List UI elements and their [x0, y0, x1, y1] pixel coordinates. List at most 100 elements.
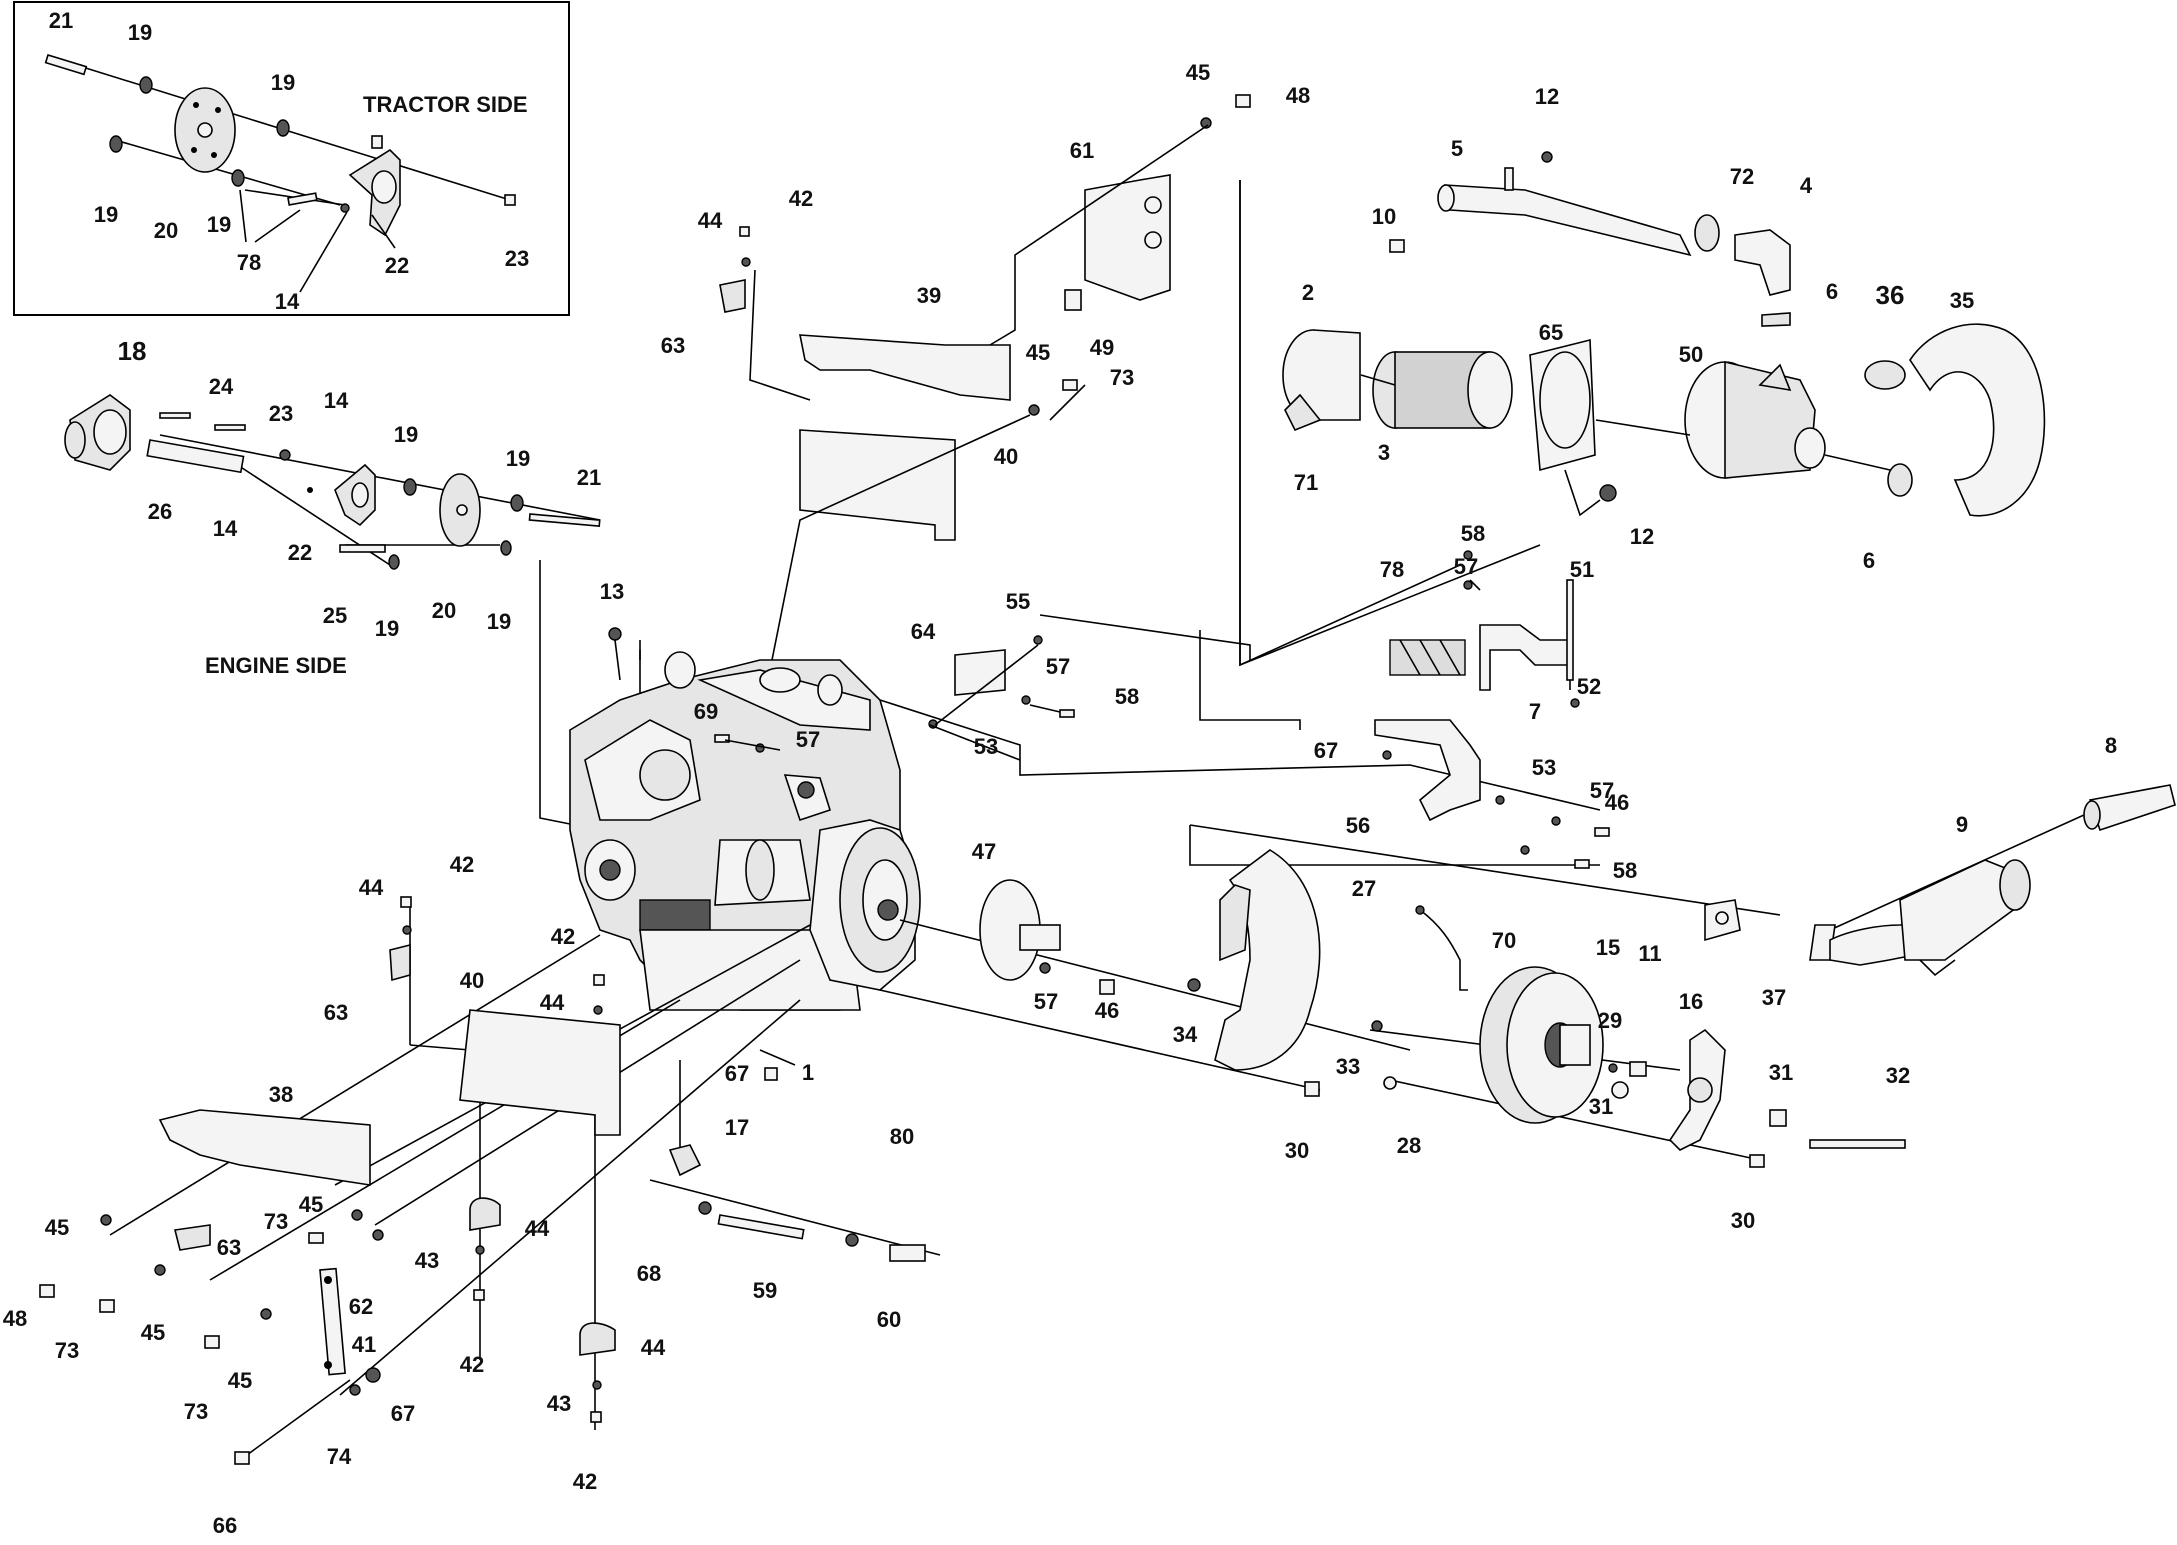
washer-44d: [592, 1380, 602, 1390]
callout-number: 56: [1346, 813, 1370, 838]
callout-number: 43: [415, 1248, 439, 1273]
callout-number: 21: [577, 465, 601, 490]
bolt: [528, 513, 601, 527]
callout-number: 65: [1539, 320, 1563, 345]
callout-number: 66: [213, 1513, 237, 1538]
nut-53: [1495, 795, 1505, 805]
callout-number: 67: [391, 1401, 415, 1426]
wire-70: [1419, 909, 1468, 991]
callout-number: 50: [1679, 342, 1703, 367]
isolator-43: [469, 1197, 501, 1231]
callout-number: 31: [1769, 1060, 1793, 1085]
callout-number: 70: [1492, 928, 1516, 953]
callout-number: 19: [271, 70, 295, 95]
nut-57c: [1520, 845, 1530, 855]
callout-number: 44: [698, 208, 723, 233]
washer-44-lower: [402, 925, 412, 935]
air-cleaner-body-50: [1684, 360, 1826, 479]
bolt-32: [1809, 1139, 1906, 1149]
callout-number: 60: [877, 1307, 901, 1332]
callout-number: 20: [432, 598, 456, 623]
fitting-13: [608, 627, 622, 641]
fitting-69: [714, 734, 730, 743]
callout-number: 45: [1026, 340, 1050, 365]
callout-number: 27: [1352, 876, 1376, 901]
callout-number: 28: [1397, 1133, 1421, 1158]
callout-number: 59: [753, 1278, 777, 1303]
fuel-lines: [714, 635, 1075, 761]
callout-number: 73: [55, 1338, 79, 1363]
callout-number: 41: [352, 1332, 376, 1357]
callout-number: 20: [154, 218, 178, 243]
air-intake-assembly: [1282, 151, 2046, 517]
callout-number: 48: [3, 1306, 27, 1331]
callout-number: 73: [1110, 365, 1134, 390]
callout-number: 71: [1294, 470, 1318, 495]
callout-number: 10: [1372, 204, 1396, 229]
callout-number: 11: [1638, 941, 1661, 966]
callout-number: 34: [1173, 1022, 1198, 1047]
engine-side-caption: ENGINE SIDE: [205, 653, 347, 678]
coupling-hub-engine: [334, 463, 376, 527]
callout-number: 12: [1630, 524, 1654, 549]
callout-number: 48: [1286, 83, 1310, 108]
nut-67: [365, 1367, 381, 1383]
coupling-hub: [64, 394, 131, 471]
callout-number: 78: [1380, 557, 1404, 582]
bracket-7: [1479, 624, 1571, 691]
callout-number: 19: [394, 422, 418, 447]
callout-number: 1: [802, 1060, 814, 1085]
bolt-48: [1235, 94, 1251, 108]
callout-number: 42: [573, 1469, 597, 1494]
callout-number: 23: [505, 246, 529, 271]
clamp-63-upper: [719, 279, 746, 313]
callout-number: 14: [275, 289, 300, 314]
nut-52: [1570, 698, 1580, 708]
flywheel-housing: [809, 819, 921, 991]
washer-44-upper: [741, 257, 751, 267]
bolt-30: [1304, 1081, 1320, 1097]
bolt-73d: [204, 1335, 220, 1349]
callout-number: 22: [385, 253, 409, 278]
callout-number: 52: [1577, 674, 1601, 699]
callout-number: 44: [540, 990, 565, 1015]
key: [214, 424, 246, 431]
callout-number: 24: [209, 374, 234, 399]
washer-74: [349, 1384, 361, 1396]
fitting-62: [372, 1229, 384, 1241]
callout-number: 45: [45, 1215, 69, 1240]
callout-number: 63: [661, 333, 685, 358]
bracket-64: [954, 649, 1006, 696]
drain-valve-60: [889, 1244, 926, 1262]
callout-number: 80: [890, 1124, 914, 1149]
bolt-58b: [1059, 709, 1075, 718]
spacer-31b: [1769, 1109, 1787, 1127]
valve-71: [1284, 393, 1322, 432]
rod-51: [1566, 579, 1574, 681]
fitting-67b: [764, 1067, 778, 1081]
bolt-42-lower: [400, 896, 412, 908]
elbow-4: [1734, 229, 1791, 296]
key: [159, 412, 191, 419]
oring-68: [698, 1201, 712, 1215]
callout-number: 72: [1730, 164, 1754, 189]
callout-number: 63: [217, 1235, 241, 1260]
callout-number: 73: [264, 1209, 288, 1234]
inset-washer: [109, 135, 123, 153]
muffler-9: [1899, 859, 2031, 977]
callout-number: 5: [1451, 136, 1463, 161]
washer-29: [1608, 1063, 1618, 1073]
callout-number: 74: [327, 1444, 352, 1469]
callout-number: 62: [349, 1294, 373, 1319]
bracket-37: [1668, 1028, 1726, 1151]
bolt-58: [1574, 859, 1590, 869]
callout-number: 53: [974, 734, 998, 759]
oil-drain-fitting-17: [668, 1144, 702, 1177]
drive-components: [879, 849, 1906, 1168]
intake-pipe-5: [1437, 167, 1692, 257]
callout-number: 63: [324, 1000, 348, 1025]
callout-number: 57: [796, 727, 820, 752]
nut-12: [1541, 151, 1553, 163]
bolt-16: [1629, 1061, 1647, 1077]
